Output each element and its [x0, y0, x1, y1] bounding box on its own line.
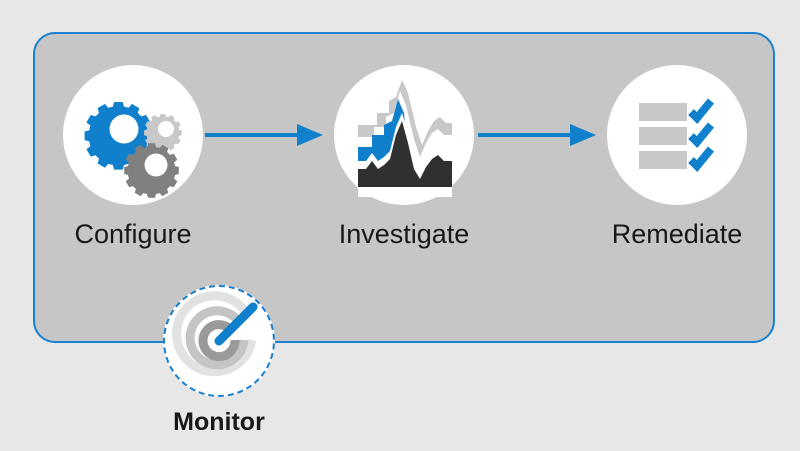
arrow-configure-investigate [205, 120, 325, 150]
radar-gauge-icon [172, 291, 258, 377]
node-monitor[interactable]: Monitor [144, 285, 294, 438]
monitor-disc [163, 285, 275, 397]
node-configure[interactable]: Configure [58, 65, 208, 250]
node-investigate[interactable]: Investigate [329, 65, 479, 250]
check-icon-3 [688, 146, 715, 172]
configure-disc [63, 65, 203, 205]
checklist-icon [639, 98, 715, 172]
check-icon-2 [688, 122, 715, 148]
node-monitor-label: Monitor [173, 408, 265, 436]
node-investigate-label: Investigate [338, 219, 470, 249]
node-configure-label: Configure [74, 219, 192, 249]
arrow-right-icon [478, 124, 596, 146]
arrow-investigate-remediate [478, 120, 598, 150]
node-remediate[interactable]: Remediate [602, 65, 752, 250]
checklist-bar-1 [639, 103, 687, 121]
arrow-right-icon [205, 124, 323, 146]
node-remediate-label: Remediate [611, 219, 743, 249]
area-chart-icon [358, 80, 452, 197]
checklist-bar-3 [639, 151, 687, 169]
investigate-disc [334, 65, 474, 205]
checklist-bar-2 [639, 127, 687, 145]
gears-icon [84, 101, 182, 198]
remediate-disc [607, 65, 747, 205]
check-icon-1 [688, 98, 715, 124]
